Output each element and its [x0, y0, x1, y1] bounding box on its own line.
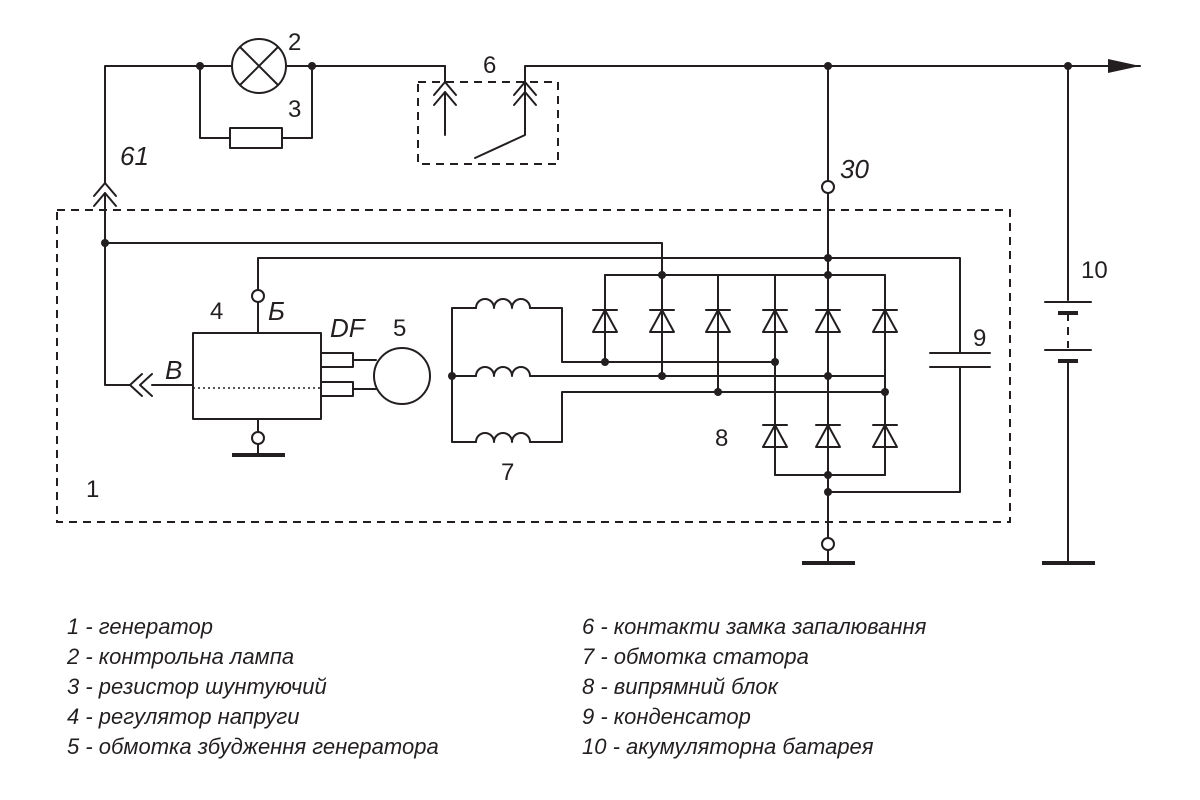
control-lamp-icon	[231, 38, 287, 94]
voltage-regulator-icon	[192, 332, 322, 420]
label-regulator: 4	[210, 298, 223, 325]
label-rectifier: 8	[715, 425, 728, 452]
ignition-contacts-icon	[433, 59, 1141, 159]
label-stator: 7	[501, 459, 514, 486]
legend-item: 2 - контрольна лампа	[67, 644, 295, 669]
capacitor-icon	[824, 352, 991, 496]
legend-item: 4 - регулятор напруги	[67, 704, 300, 729]
label-terminal-30: 30	[840, 154, 869, 184]
wiring-diagram: 1 2 3 4 5 6 7 8 9 10 61 30 Б В DF	[56, 29, 1141, 565]
label-terminal-v: В	[165, 355, 182, 385]
terminal-30-icon	[821, 180, 835, 194]
legend-item: 9 - конденсатор	[582, 704, 751, 729]
legend-item: 7 - обмотка статора	[582, 644, 809, 669]
legend-item: 6 - контакти замка запалювання	[582, 614, 927, 639]
legend-item: 3 - резистор шунтуючий	[67, 674, 327, 699]
connector-v-icon	[129, 373, 153, 397]
legend-item: 8 - випрямний блок	[582, 674, 779, 699]
label-battery: 10	[1081, 257, 1108, 284]
label-terminal-b: Б	[268, 296, 285, 326]
field-winding-icon	[373, 347, 431, 405]
ignition-switch-boundary	[417, 81, 559, 165]
generator-boundary	[56, 209, 1011, 523]
legend-item: 5 - обмотка збудження генератора	[67, 734, 439, 759]
legend-left: 1 - генератор 2 - контрольна лампа 3 - р…	[67, 612, 439, 762]
label-resistor: 3	[288, 96, 301, 123]
label-capacitor: 9	[973, 325, 986, 352]
label-terminal-61: 61	[120, 141, 149, 171]
battery-icon	[1042, 65, 1095, 565]
legend-item: 10 - акумуляторна батарея	[582, 734, 874, 759]
legend-item: 1 - генератор	[67, 614, 213, 639]
label-field-winding: 5	[393, 315, 406, 342]
label-lamp: 2	[288, 29, 301, 56]
legend-right: 6 - контакти замка запалювання 7 - обмот…	[582, 612, 926, 762]
label-generator: 1	[86, 476, 99, 503]
label-terminal-df: DF	[330, 313, 367, 343]
shunt-resistor-icon	[229, 127, 283, 149]
terminal-b-icon	[251, 289, 265, 303]
lamp-circuit	[104, 62, 446, 184]
label-ignition: 6	[483, 52, 496, 79]
rectifier-block-icon	[592, 271, 898, 479]
